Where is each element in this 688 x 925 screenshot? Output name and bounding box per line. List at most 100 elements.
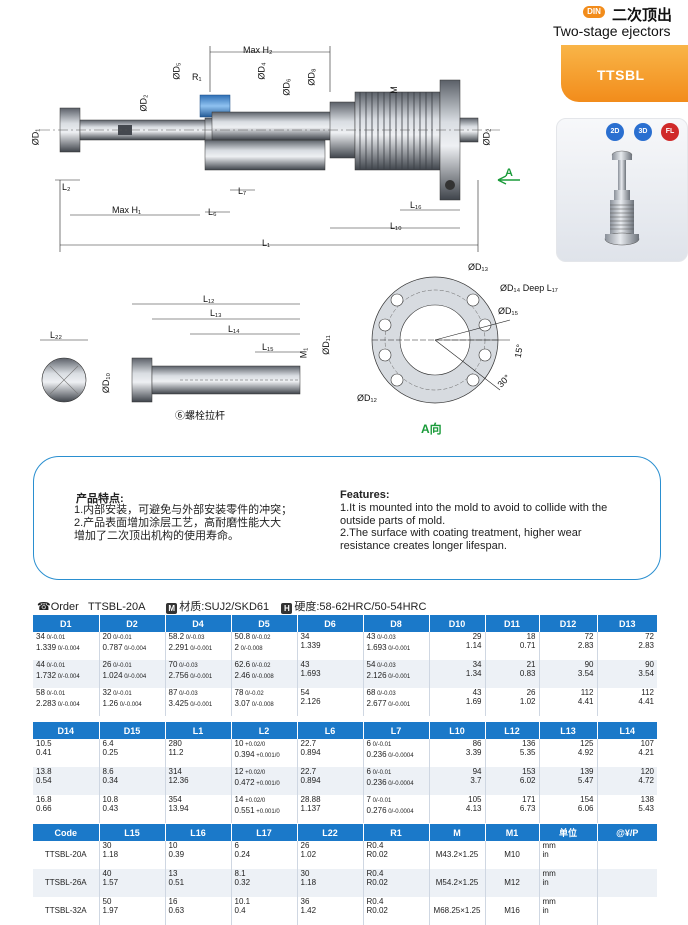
features-cn-item: 2.产品表面增加涂层工艺，高耐磨性能大大 [74,517,282,529]
features-cn-item: 1.内部安装，可避免与外部安装零件的冲突； [74,504,293,516]
cell-line: 2 0/-0.008 [235,643,294,654]
cell-line: 125 [543,739,593,748]
cell-line: 70 0/-0.03 [169,660,228,671]
cell-line: 1.137 [301,804,360,813]
cell-line: 68 0/-0.03 [367,688,426,699]
cell-value: 138 [640,795,654,804]
label-d13: ØD₁₃ [468,262,489,272]
cell-line: 280 [169,739,228,748]
cell-tolerance: 0/-0.02 [250,635,271,641]
cell-value: 2 [234,643,239,653]
order-example: TTSBL-20A [88,601,145,613]
column-header: D14 [33,722,100,739]
2d-badge[interactable]: 2D [606,123,624,141]
cell-value: 70 [168,660,178,669]
column-header: D1 [33,615,100,632]
cell-value: 4.21 [638,748,654,758]
features-cn-item: 增加了二次顶出机构的使用寿命。 [74,530,239,542]
label-d6: ØD₆ [281,78,292,96]
cell-tolerance: 0/-0.001 [386,674,411,681]
bolt-thread-cell: M16 [485,897,540,925]
column-header: L16 [165,824,232,841]
cell-value: 6.02 [519,776,536,786]
column-header: D10 [429,615,486,632]
cell-line: 1.18 [300,878,317,888]
column-header: L13 [539,722,598,739]
cell-value: 22.7 [300,739,317,748]
column-header: D13 [597,615,657,632]
cell-value: 120 [640,767,654,776]
cell-line: 62.6 0/-0.02 [235,660,294,671]
cell-value: 6.4 [102,739,114,748]
cell-line: 11.2 [169,748,228,757]
cell-line: 5.35 [489,748,536,757]
cell-value: 1.137 [300,804,321,814]
column-header: L1 [165,722,232,739]
column-header: D12 [539,615,598,632]
features-cn-heading: 产品特点: [76,493,124,505]
cell-line: 22.7 [301,767,360,776]
cell-value: 26 [526,688,536,697]
product-photo-card: 2D 3D FL [556,118,688,262]
cell-line: 1.693 0/-0.001 [367,643,426,654]
cell-value: 0.236 [366,778,387,788]
cell-value: 20 [102,632,112,641]
cell-line: 0.39 [168,850,185,860]
cell-tolerance: 0/-0.01 [44,663,66,669]
cell-line: 1.26 0/-0.004 [103,699,162,710]
cell-line: 1.339 0/-0.004 [36,643,96,654]
cell-value: 5.43 [638,804,654,814]
features-en-item: 1.It is mounted into the mold to avoid t… [340,502,608,514]
cell-value: 10.5 [36,739,52,748]
cell-line: 6.73 [489,804,536,813]
label-d1: ØD₁ [30,128,41,146]
cell-line: R0.02 [366,906,388,916]
cell-line: 1.02 [300,850,317,860]
cell-value: 72 [584,632,594,641]
column-header: D6 [297,615,364,632]
3d-badge[interactable]: 3D [634,123,652,141]
cell-value: 0.43 [102,804,119,814]
cell-line: 1.57 [102,878,119,888]
cell-line: 13 [168,869,178,878]
cell-value: 2.83 [638,641,654,651]
fl-badge[interactable]: FL [661,123,679,141]
cell-value: 171 [522,795,536,804]
cell-value: 4.92 [577,748,594,758]
cell-line: in [542,878,549,888]
cell-line: 29 [433,632,482,641]
label-d5: ØD₅ [171,62,182,80]
material-icon: M [166,603,178,614]
cell-value: 0.787 [102,643,123,653]
cell-line: 54 [301,688,360,697]
cell-value: 13.94 [168,804,189,814]
cell-line: 4.21 [601,748,654,758]
material-text: 材质:SUJ2/SKD61 [179,601,270,613]
label-l2: L₂ [62,182,71,192]
cell-tolerance: 0/-0.01 [44,635,66,641]
cell-line: 58 0/-0.01 [36,688,96,699]
cell-line: 54 0/-0.03 [367,660,426,671]
label-l7: L₇ [238,186,247,196]
column-header: L2 [231,722,298,739]
